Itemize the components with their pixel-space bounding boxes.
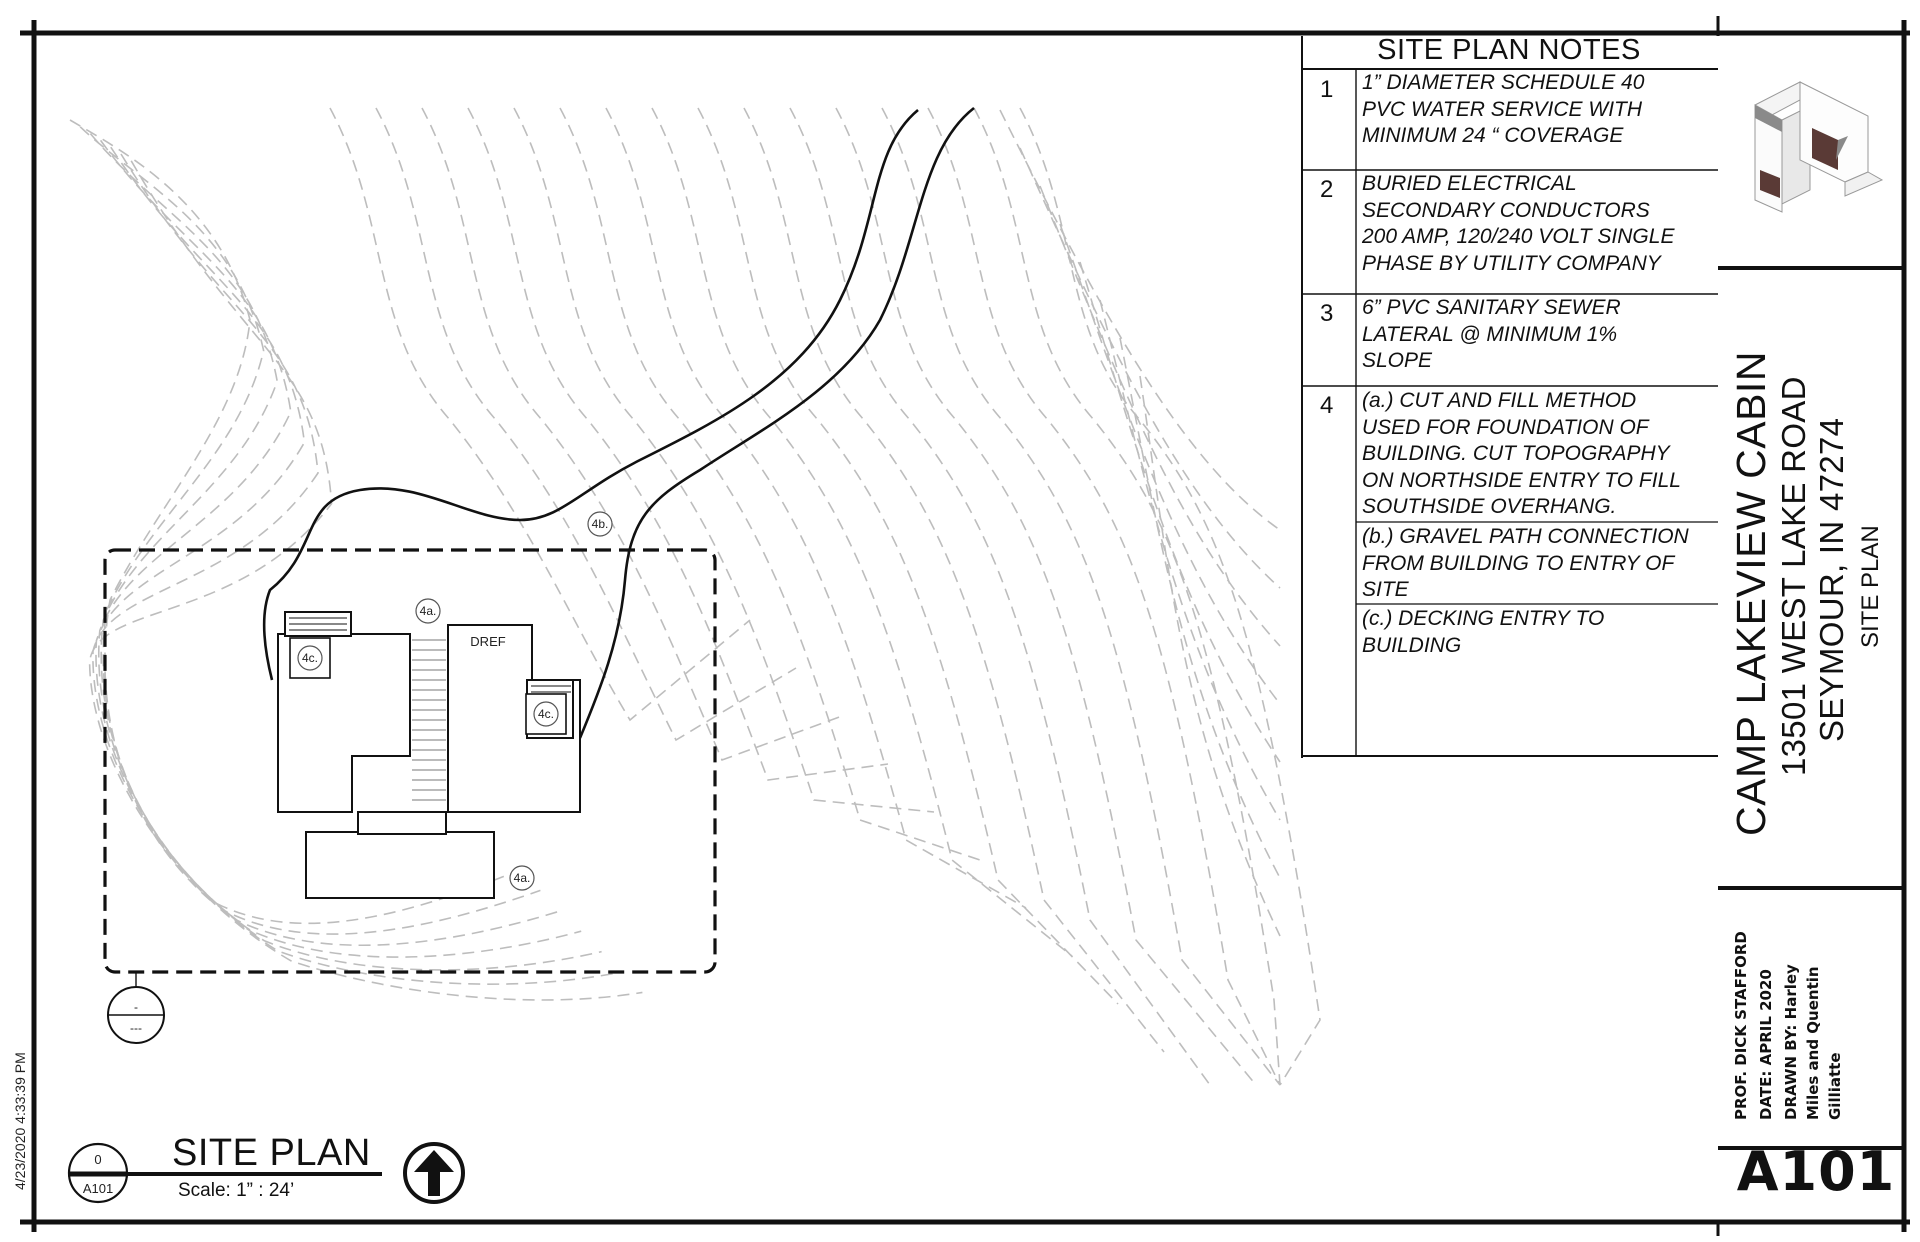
project-address: 13501 WEST LAKE ROAD [1775,376,1812,776]
contour-line [1139,375,1281,937]
topography-contours [69,107,1321,1086]
contour-line [1099,299,1281,821]
contour-line [375,107,797,742]
contour-line [973,107,1281,1086]
contour-line [697,107,1119,1005]
contour-line [789,107,1211,1086]
contour-line [467,107,889,781]
north-arrow-icon [403,1142,465,1204]
tag-4c-west-bubble [297,645,323,671]
contour-line [98,139,582,958]
property-boundary [103,548,717,974]
tag-4a-bubble [415,598,441,624]
contour-line [835,107,1257,1086]
contour-line [88,160,643,1001]
gravel-path [262,106,975,739]
tag-4a-south-bubble [509,865,535,891]
contour-line [999,109,1281,531]
view-number: 0 [94,1152,101,1167]
project-city: SEYMOUR, IN 47274 [1813,417,1850,742]
project-name: CAMP LAKEVIEW CABIN [1728,351,1774,836]
south-wing [305,831,495,899]
contour-line [1079,261,1281,763]
tag-4c-east: 4c. [538,707,554,721]
note-number-2: 2 [1320,176,1334,203]
plan-title: SITE PLAN [172,1132,371,1174]
contour-line [1039,185,1281,647]
contour-line [605,107,1027,909]
plan-scale: Scale: 1” : 24’ [178,1180,295,1201]
credit-names-2: Gilliatte [1826,1052,1844,1120]
title-block-frame [1718,266,1904,1150]
east-wing [447,624,581,813]
contour-line [559,107,981,861]
deck-boards [289,617,571,693]
elevation-bottom: --- [130,1021,142,1035]
contour-line [881,107,1281,1086]
note-text-4c: (c.) DECKING ENTRY TO BUILDING [1362,607,1605,657]
contour-line [95,146,602,971]
tag-4b: 4b. [592,517,609,531]
entry-stairs [412,639,446,801]
note-text-1: 1” DIAMETER SCHEDULE 40 PVC WATER SERVIC… [1362,71,1645,147]
firm-logo-icon [1754,81,1884,213]
credit-drawn-by: DRAWN BY: Harley [1782,964,1800,1120]
sheet-number: A101 [1736,1140,1896,1203]
contour-line [1059,223,1281,705]
contour-line [1019,107,1321,1086]
link-block [357,811,447,835]
note-number-3: 3 [1320,300,1334,327]
contour-line [329,107,751,722]
tag-4a: 4a. [420,604,437,618]
print-timestamp: 4/23/2020 4:33:39 PM [12,1052,28,1190]
note-number-4: 4 [1320,392,1334,419]
elevation-top: - [134,1000,138,1014]
contour-line [69,119,521,925]
note-text-4a: (a.) CUT AND FILL METHOD USED FOR FOUNDA… [1362,389,1681,518]
contour-line [513,107,935,813]
credit-professor: PROF. DICK STAFFORD [1732,931,1750,1120]
tag-4c-west: 4c. [302,651,318,665]
contour-line [421,107,843,762]
note-text-3: 6” PVC SANITARY SEWER LATERAL @ MINIMUM … [1362,296,1621,372]
contour-line [89,133,562,947]
ref-label: DREF [470,634,505,649]
credit-date: DATE: APRIL 2020 [1757,969,1775,1120]
sheet-border [20,20,1910,1232]
note-text-2: BURIED ELECTRICAL SECONDARY CONDUCTORS 2… [1362,172,1675,275]
tag-4b-bubble [587,511,613,537]
notes-table [1301,36,1718,758]
sheet-title: SITE PLAN [1857,525,1884,648]
contour-line [743,107,1165,1053]
tag-4a-south: 4a. [514,871,531,885]
notes-heading: SITE PLAN NOTES [1377,34,1641,66]
contour-line [79,126,541,935]
inner-boxes [289,637,567,735]
credit-names: Miles and Quentin [1804,966,1822,1120]
contour-line [927,107,1281,1086]
note-number-1: 1 [1320,76,1334,103]
callout-tags [297,511,613,891]
tag-4c-east-bubble [533,701,559,727]
contour-line [651,107,1073,957]
contour-line [1119,337,1281,879]
view-sheet: A101 [83,1181,113,1196]
note-text-4b: (b.) GRAVEL PATH CONNECTION FROM BUILDIN… [1362,525,1689,601]
